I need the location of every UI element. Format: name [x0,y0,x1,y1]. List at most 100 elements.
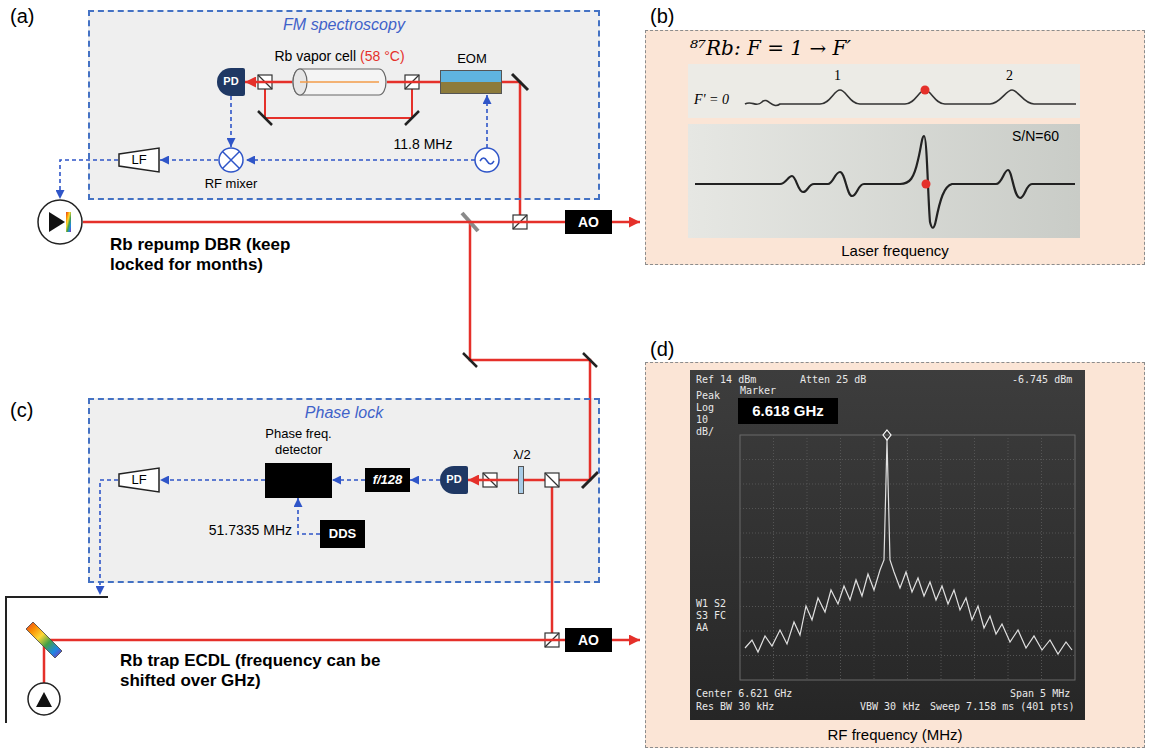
screen-readout: -6.745 dBm [1012,374,1072,386]
laser-beam [502,82,520,222]
rf-oscillator [475,148,499,172]
laser-beam [245,81,292,84]
node-label: EOM [432,51,512,67]
mirror [463,353,477,367]
panel-ground [645,30,1145,265]
output-beam [612,221,640,224]
lock-point [922,180,931,189]
node-label: ⁸⁷Rb: F = 1 → F′ [690,36,1010,60]
photodiode: PD [217,68,245,96]
peak-label: 1 [834,68,841,85]
dashed-group-box: Phase lockPhase freq. detector f/128 PD λ/2… [88,398,600,583]
node-label: Rb repump DBR (keep locked for months) [110,235,325,276]
panel-ground [88,398,600,583]
node-label: RF mixer [186,176,276,192]
laser-outline [37,199,83,245]
panel-letter: (c) [10,398,33,422]
node-label: FM spectroscopy [90,15,598,34]
node-label: PD [223,75,238,88]
node-label: Rb trap ECDL (frequency can be shifted o… [120,651,430,692]
screen-readout: Atten 25 dB [800,374,866,386]
screen-readout: VBW 30 kHz [860,701,920,713]
marker-diamond [883,430,891,440]
screen-readout: S3 FC [696,610,726,622]
rf-wire [486,95,488,148]
cell-body [293,69,386,95]
laser-housing [38,200,82,244]
output-beam [612,639,640,642]
scan-photo [688,64,1080,118]
scope-photo [688,124,1080,238]
frequency-label: 51.7335 MHz [188,522,292,539]
panel-letter: (a) [10,4,34,28]
peak-label: 2 [1006,68,1013,85]
node-label: DDS [329,526,356,542]
screen-readout: Marker [740,385,776,397]
phase-detector: Phase freq. detector [265,463,332,498]
sine-symbol [480,158,494,164]
signal-wire [160,159,218,161]
screen-readout: AA [696,622,708,634]
marker-readout: 6.618 GHz [738,398,838,424]
frequency-label: 11.8 MHz [378,136,468,153]
lock-point [921,86,930,95]
laser-diode: Rb repump DBR (keep locked for months) [37,199,83,245]
node-label: Laser frequency [646,242,1144,260]
screen-grid [740,435,1075,680]
node-label: λ/2 [502,447,542,463]
laser-beam [83,221,565,224]
laser-beam [110,639,565,642]
laser-housing [28,683,60,715]
loop-filter: LF [118,147,160,173]
beat-spectrum [745,440,1072,654]
analyzer-screen [690,370,1085,720]
panel-ground [645,362,1145,748]
node-label: (58 °C) [360,48,405,64]
dashed-group-box: FM spectroscopyPD Rb vapor cell(58 °C) EOM… [88,10,600,200]
amplifier-shape [119,468,159,492]
mixer-circle [219,148,243,172]
screen-readout: dB/ [696,426,714,438]
node-label: Rb vapor cell [274,48,356,64]
node-label: PD [446,473,461,486]
vapor-cell: Rb vapor cell(58 °C) [292,68,387,96]
screen-readout: Log [696,402,714,414]
signal-wire [298,498,320,534]
panel-ground [88,10,600,200]
photodiode: PD [440,466,468,494]
diode-symbol [49,212,65,232]
amplifier-shape [119,148,159,172]
screen-readout: Center 6.621 GHz [696,688,792,700]
panel-letter: (b) [650,4,674,28]
cell-outline [292,68,387,96]
screen-grid [740,435,1075,680]
node-label: AO [578,632,599,649]
node-label: Phase lock [90,403,598,422]
ecdl-laser: Rb trap ECDL (frequency can be shifted o… [4,595,110,725]
grating [26,622,62,658]
ecdl-bracket [6,597,108,723]
divider-box: f/128 [365,468,410,492]
probe-beam [300,81,379,83]
laser-beam [470,222,590,480]
laser-beam [468,479,518,482]
screen-readout: Sweep 7.158 ms (401 pts) [930,701,1075,713]
mirror [583,353,597,367]
aom-box: AO [565,210,612,234]
screen-readout: Span 5 MHz [1010,688,1070,700]
result-panel: ⁸⁷Rb: F = 1 → F′ Laser frequency [645,30,1145,265]
beam-splitter-cube [545,473,559,487]
node-label: Phase freq. detector [253,426,344,457]
signal-wire [160,479,265,481]
signal-wire [332,479,365,481]
signal-wire [230,96,232,147]
laser-beam [387,81,440,84]
node-label: RF frequency (MHz) [646,726,1144,744]
mirror [405,111,419,125]
mirror [582,472,598,488]
spectrum-bar [66,212,71,232]
diode-symbol [36,692,52,707]
screen-readout: Peak [696,390,720,402]
waveplate: λ/2 [518,466,524,494]
signal-wire [410,479,440,481]
